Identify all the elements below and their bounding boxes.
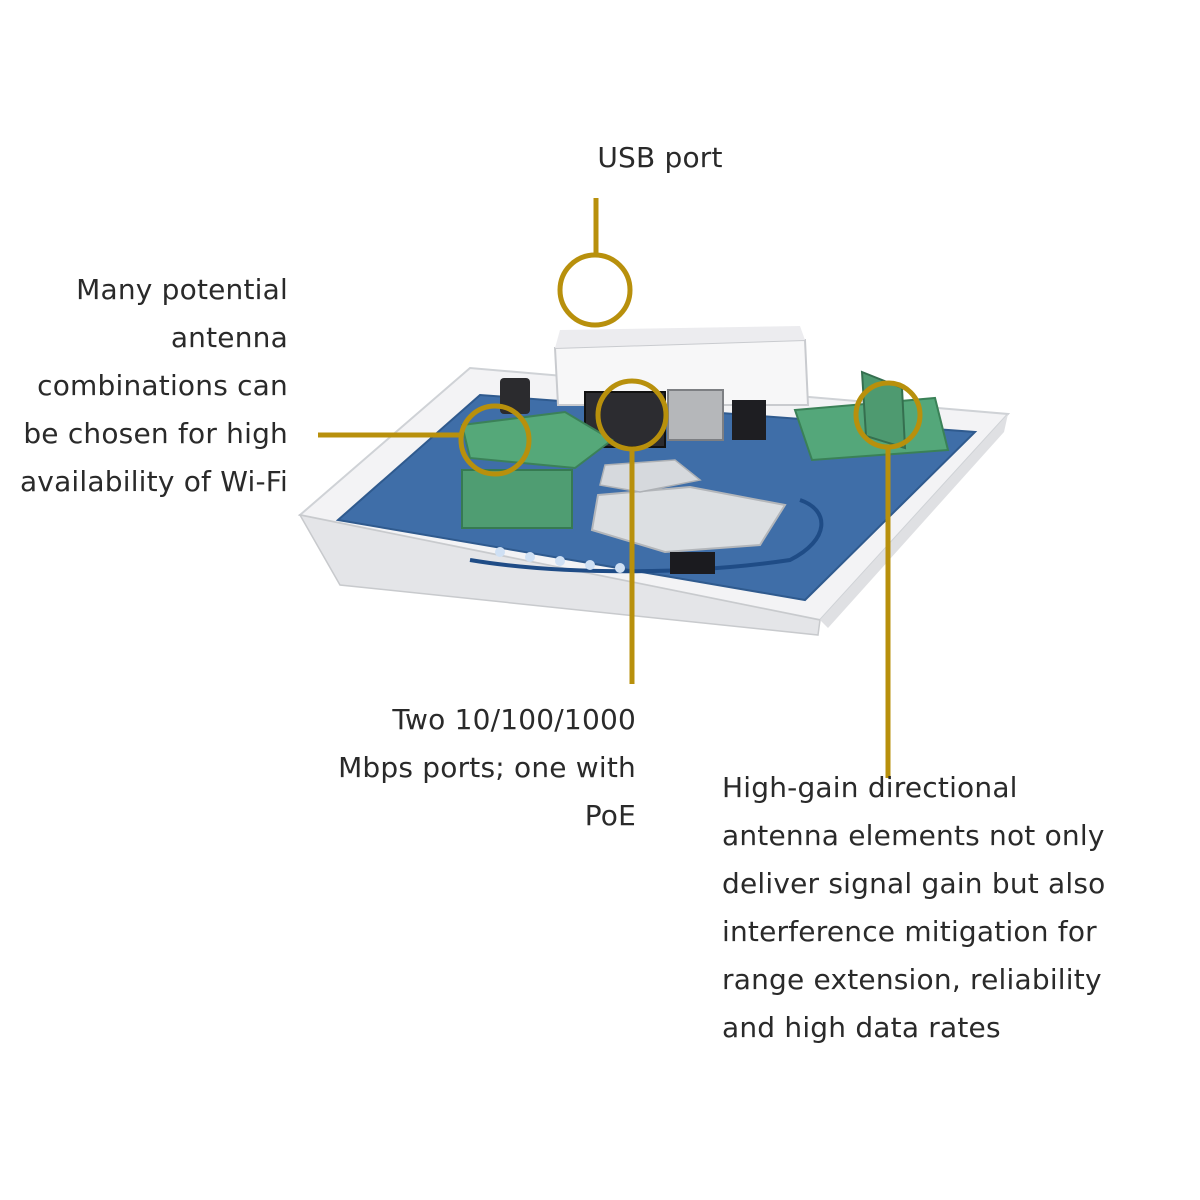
casing-front-edge xyxy=(298,513,821,636)
callout-directional-antenna: High-gain directional antenna elements n… xyxy=(722,764,1142,1052)
usb-marker-circle xyxy=(557,252,633,328)
callout-antenna-combinations: Many potential antenna combinations can … xyxy=(10,266,288,506)
pcb-trace xyxy=(469,498,824,574)
antenna-board-front xyxy=(461,469,573,529)
header-pins xyxy=(670,552,715,574)
callout-line: availability of Wi-Fi xyxy=(19,465,288,498)
callout-line: interference mitigation for xyxy=(722,915,1097,948)
callout-line: High-gain directional xyxy=(722,771,1018,804)
antenna-board-left xyxy=(460,410,614,470)
callout-line: USB port xyxy=(597,141,723,174)
callout-line: Many potential xyxy=(76,273,288,306)
callout-ethernet-ports: Two 10/100/1000 Mbps ports; one with PoE xyxy=(320,696,636,840)
callout-line: Mbps ports; one with xyxy=(338,751,636,784)
rf-shield-small xyxy=(599,459,702,493)
callout-usb-port: USB port xyxy=(560,134,760,182)
casing-right-wall xyxy=(820,414,1008,628)
rf-shield-large xyxy=(590,485,787,554)
antenna-marker-circle xyxy=(458,403,532,477)
led-row xyxy=(495,547,625,573)
capacitor xyxy=(500,378,530,414)
ethernet-jack-2 xyxy=(667,389,724,441)
port-housing-top xyxy=(555,326,805,348)
callout-line: and high data rates xyxy=(722,1011,1001,1044)
callout-line: antenna elements not only xyxy=(722,819,1105,852)
callout-line: be chosen for high xyxy=(23,417,288,450)
callout-line: antenna xyxy=(170,321,288,354)
callout-line: deliver signal gain but also xyxy=(722,867,1106,900)
callout-line: PoE xyxy=(584,799,636,832)
callout-line: combinations can xyxy=(37,369,288,402)
callout-line: Two 10/100/1000 xyxy=(392,703,636,736)
power-jack xyxy=(732,400,766,440)
callout-line: range extension, reliability xyxy=(722,963,1102,996)
